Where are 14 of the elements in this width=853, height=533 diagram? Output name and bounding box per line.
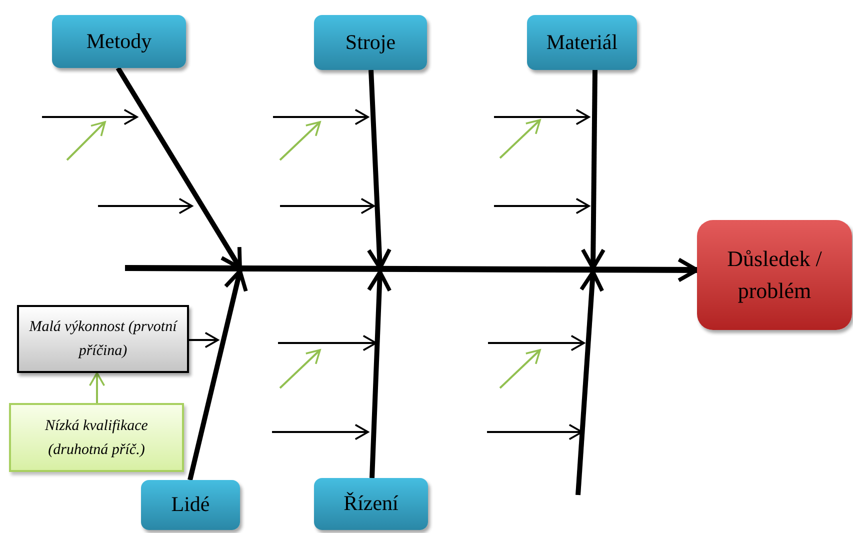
category-box: Lidé [141, 480, 240, 530]
bone-arrow [125, 258, 699, 282]
cause-box: Malá výkonnost (prvotní příčina) [17, 305, 189, 373]
category-box: Stroje [314, 15, 427, 70]
bone-arrow [188, 269, 248, 481]
effect-box: Důsledek / problém [697, 220, 852, 330]
category-box: Materiál [527, 15, 637, 70]
cause-box: Nízká kvalifikace (druhotná příč.) [9, 403, 184, 472]
arrow [88, 372, 106, 403]
bone-arrow [580, 70, 606, 270]
category-box: Řízení [314, 478, 428, 530]
category-box: Metody [52, 15, 186, 68]
arrow [189, 332, 219, 348]
bone-arrow [366, 270, 392, 478]
